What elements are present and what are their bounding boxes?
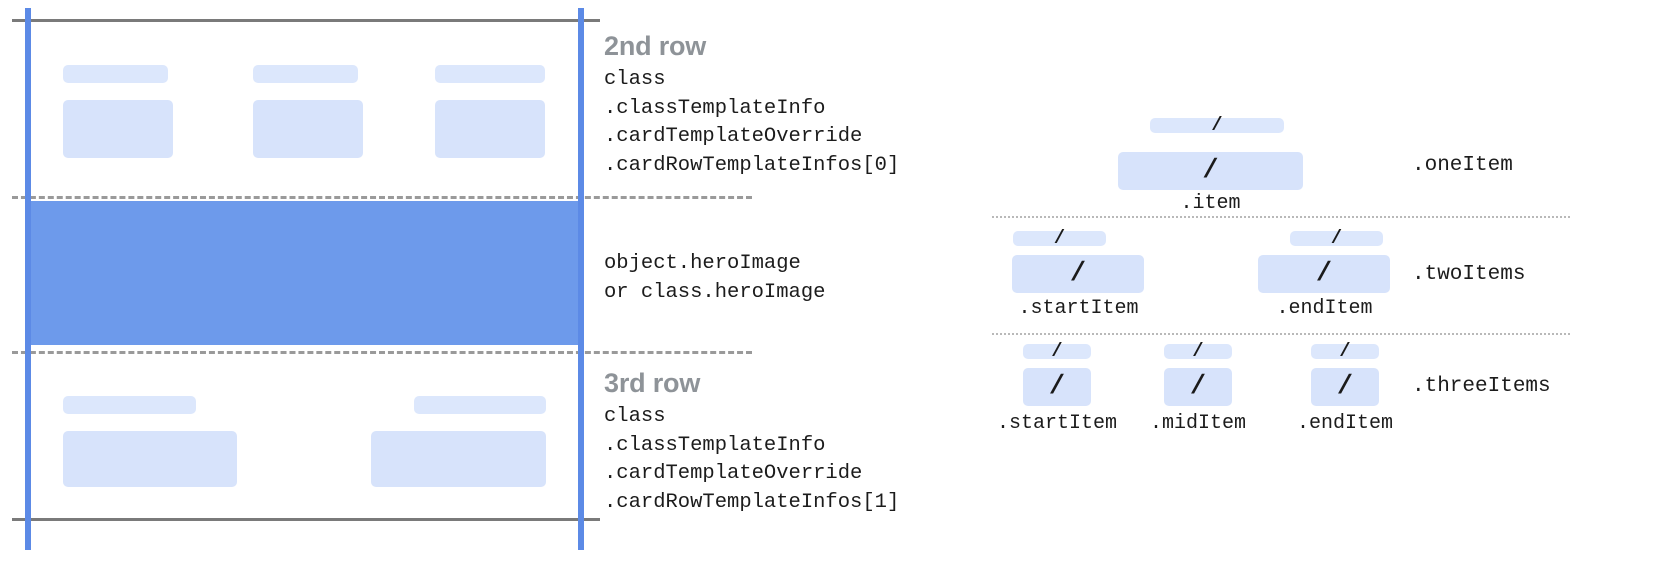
group-label-twoitems: .twoItems — [1412, 263, 1526, 286]
threeitems-sub-label-miditem: .midItem — [1149, 412, 1246, 435]
row2-col2-title-placeholder — [253, 65, 358, 83]
threeitems-sub-label-startitem: .startItem — [996, 412, 1118, 435]
row2-col2-body-placeholder — [253, 100, 363, 158]
oneitem-sub-label-item: .item — [1180, 192, 1241, 215]
row3-col2-body-placeholder — [371, 431, 546, 487]
item-layout-variants-diagram: / / .item .oneItem / / .startItem / / .e… — [960, 0, 1676, 584]
row2-col1-body-placeholder — [63, 100, 173, 158]
threeitems-miditem-title-placeholder: / — [1164, 340, 1232, 362]
threeitems-miditem-body-placeholder: / — [1164, 368, 1232, 406]
threeitems-sub-label-enditem: .endItem — [1296, 412, 1393, 435]
left-edge-guide — [25, 8, 31, 550]
row3-col1-title-placeholder — [63, 396, 196, 414]
oneitem-item-body-placeholder: / — [1118, 152, 1303, 190]
slash-glyph: / — [1069, 258, 1087, 289]
second-row-title: 2nd row — [604, 31, 707, 61]
threeitems-startitem-title-placeholder: / — [1023, 340, 1091, 362]
row2-col3-title-placeholder — [435, 65, 545, 83]
slash-glyph: / — [1053, 227, 1066, 249]
twoitems-enditem-title-placeholder: / — [1290, 227, 1383, 249]
threeitems-startitem-body-placeholder: / — [1023, 368, 1091, 406]
twoitems-threeitems-divider — [992, 333, 1570, 335]
hero-image-code-path: object.heroImage or class.heroImage — [604, 252, 826, 304]
third-row-title: 3rd row — [604, 368, 701, 398]
row3-col1-body-placeholder — [63, 431, 237, 487]
hero-image-band — [28, 201, 581, 345]
twoitems-startitem-body-placeholder: / — [1012, 255, 1144, 293]
twoitems-enditem-body-placeholder: / — [1258, 255, 1390, 293]
slash-glyph: / — [1211, 114, 1223, 136]
twoitems-sub-label-startitem: .startItem — [1018, 297, 1139, 320]
group-label-oneitem: .oneItem — [1412, 154, 1513, 177]
slash-glyph: / — [1336, 371, 1354, 402]
hero-image-annotation: object.heroImage or class.heroImage — [604, 250, 825, 307]
card-bottom-boundary-line — [12, 518, 600, 521]
slash-glyph: / — [1339, 340, 1351, 362]
slash-glyph: / — [1051, 340, 1063, 362]
card-top-boundary-line — [12, 19, 600, 22]
second-row-annotation: 2nd row class .classTemplateInfo .cardTe… — [604, 31, 899, 180]
hero-row3-divider — [12, 351, 752, 354]
twoitems-startitem-title-placeholder: / — [1013, 227, 1106, 249]
right-edge-guide — [578, 8, 584, 550]
slash-glyph: / — [1330, 227, 1343, 249]
slash-glyph: / — [1202, 155, 1219, 186]
threeitems-enditem-title-placeholder: / — [1311, 340, 1379, 362]
card-template-diagram — [0, 0, 752, 584]
slash-glyph: / — [1189, 371, 1207, 402]
slash-glyph: / — [1192, 340, 1204, 362]
third-row-annotation: 3rd row class .classTemplateInfo .cardTe… — [604, 368, 899, 517]
row2-col1-title-placeholder — [63, 65, 168, 83]
slash-glyph: / — [1048, 371, 1066, 402]
row2-col3-body-placeholder — [435, 100, 545, 158]
oneitem-twoitems-divider — [992, 216, 1570, 218]
twoitems-sub-label-enditem: .endItem — [1276, 297, 1373, 320]
threeitems-enditem-body-placeholder: / — [1311, 368, 1379, 406]
group-label-threeitems: .threeItems — [1412, 375, 1551, 398]
oneitem-item-title-placeholder: / — [1150, 114, 1284, 136]
slash-glyph: / — [1315, 258, 1333, 289]
third-row-code-path: class .classTemplateInfo .cardTemplateOv… — [604, 405, 900, 514]
second-row-code-path: class .classTemplateInfo .cardTemplateOv… — [604, 68, 900, 177]
row2-hero-divider — [12, 196, 752, 199]
row3-col2-title-placeholder — [414, 396, 546, 414]
